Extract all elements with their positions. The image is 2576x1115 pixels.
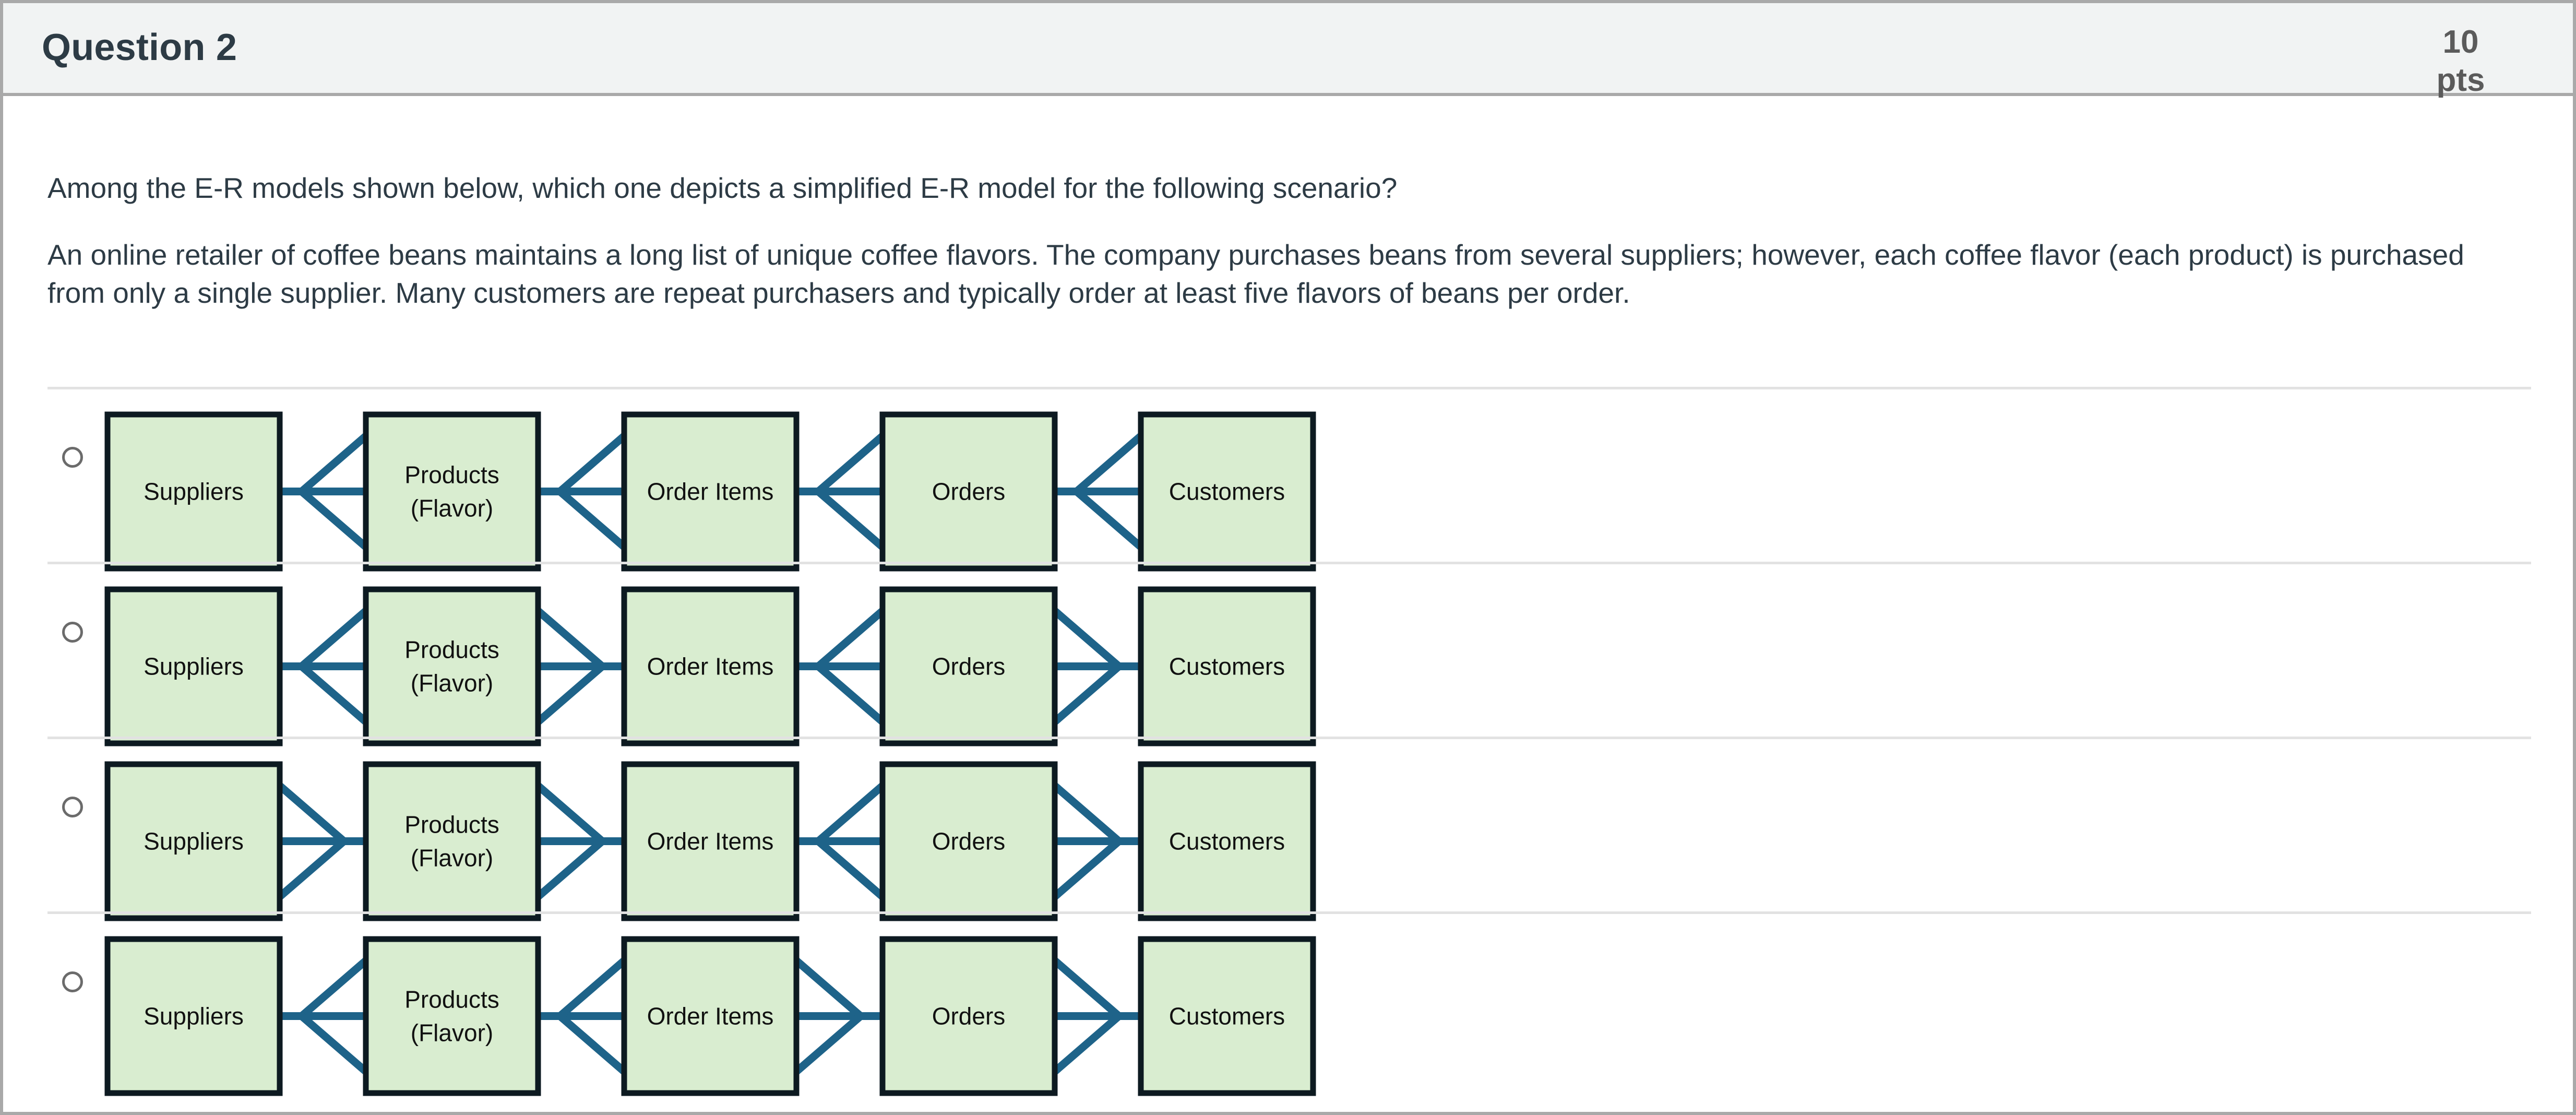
er-relationship-connector [1053, 431, 1146, 552]
er-entity-label: (Flavor) [411, 845, 493, 872]
er-entity-label: Orders [932, 478, 1006, 505]
points-value: 10 [2442, 24, 2479, 60]
er-entity-box: Customers [1138, 936, 1316, 1096]
er-entity-label: Products [404, 636, 499, 663]
er-entity-box: Order Items [621, 761, 800, 921]
er-entity-label: Products [404, 461, 499, 489]
er-entity-label: (Flavor) [411, 1019, 493, 1047]
er-diagram[interactable]: Suppliers Products (Flavor) Order Items Orde… [102, 585, 1511, 748]
er-diagram-wrapper[interactable]: Suppliers Products (Flavor) Order Items Orde… [102, 585, 1511, 747]
er-entity-box: Order Items [621, 586, 800, 746]
er-entity-box: Products (Flavor) [363, 936, 541, 1096]
er-relationship-connector [533, 606, 626, 727]
er-entity-box: Orders [879, 411, 1058, 572]
er-entity-label: (Flavor) [411, 670, 493, 697]
points-unit: pts [2436, 62, 2485, 99]
radio-button-c[interactable] [62, 797, 83, 817]
er-entity-label: Order Items [647, 1003, 774, 1030]
er-relationship-connector [275, 781, 368, 902]
er-relationship-connector [278, 431, 371, 552]
answer-option-d[interactable]: Suppliers Products (Flavor) Order Items Orde… [47, 911, 2531, 1096]
er-entity-box: Customers [1138, 761, 1316, 921]
er-entity-label: Order Items [647, 828, 774, 855]
er-entity-label: Suppliers [144, 1003, 244, 1030]
er-entity-box: Products (Flavor) [363, 761, 541, 921]
er-entity-label: Products [404, 811, 499, 838]
page-title: Question 2 [42, 27, 237, 68]
er-entity-box: Order Items [621, 936, 800, 1096]
er-relationship-connector [533, 781, 626, 902]
er-entity-label: Order Items [647, 478, 774, 505]
er-entity-box: Orders [879, 586, 1058, 746]
er-entity-label: Suppliers [144, 653, 244, 680]
er-entity-label: Orders [932, 1003, 1006, 1030]
er-entity-box: Suppliers [104, 761, 283, 921]
radio-button-d[interactable] [62, 971, 83, 992]
question-scenario: An online retailer of coffee beans maint… [47, 239, 2464, 310]
answer-option-b[interactable]: Suppliers Products (Flavor) Order Items Orde… [47, 562, 2531, 746]
er-relationship-connector [278, 956, 371, 1076]
er-entity-box: Customers [1138, 586, 1316, 746]
er-diagram-wrapper[interactable]: Suppliers Products (Flavor) Order Items Orde… [102, 410, 1511, 572]
er-entity-box: Products (Flavor) [363, 586, 541, 746]
er-entity-box: Products (Flavor) [363, 411, 541, 572]
question-prompt: Among the E-R models shown below, which … [47, 172, 1398, 204]
er-entity-box: Suppliers [104, 936, 283, 1096]
question-body: Among the E-R models shown below, which … [3, 96, 2573, 1112]
answer-option-c[interactable]: Suppliers Products (Flavor) Order Items Orde… [47, 737, 2531, 921]
er-entity-label: Orders [932, 653, 1006, 680]
er-entity-label: Orders [932, 828, 1006, 855]
er-diagram[interactable]: Suppliers Products (Flavor) Order Items Orde… [102, 935, 1511, 1098]
er-relationship-connector [278, 606, 371, 727]
er-entity-label: Order Items [647, 653, 774, 680]
er-entity-box: Order Items [621, 411, 800, 572]
er-relationship-connector [1050, 606, 1143, 727]
er-relationship-connector [536, 956, 629, 1076]
er-entity-label: Customers [1169, 828, 1285, 855]
radio-button-b[interactable] [62, 622, 83, 643]
er-entity-box: Customers [1138, 411, 1316, 572]
er-relationship-connector [794, 606, 888, 727]
er-diagram-wrapper[interactable]: Suppliers Products (Flavor) Order Items Orde… [102, 760, 1511, 922]
er-relationship-connector [794, 781, 888, 902]
er-diagram[interactable]: Suppliers Products (Flavor) Order Items Orde… [102, 760, 1511, 923]
er-entity-label: Customers [1169, 653, 1285, 680]
er-entity-label: Customers [1169, 478, 1285, 505]
er-entity-label: Customers [1169, 1003, 1285, 1030]
question-header: Question 2 [3, 3, 2573, 96]
radio-button-a[interactable] [62, 447, 83, 468]
er-diagram[interactable]: Suppliers Products (Flavor) Order Items Orde… [102, 410, 1511, 573]
er-relationship-connector [1050, 781, 1143, 902]
er-entity-box: Suppliers [104, 411, 283, 572]
er-entity-label: Products [404, 986, 499, 1013]
er-entity-box: Suppliers [104, 586, 283, 746]
er-relationship-connector [1050, 956, 1143, 1076]
er-diagram-wrapper[interactable]: Suppliers Products (Flavor) Order Items Orde… [102, 935, 1511, 1097]
er-relationship-connector [794, 431, 888, 552]
er-entity-box: Orders [879, 936, 1058, 1096]
answer-option-a[interactable]: Suppliers Products (Flavor) Order Items Orde… [47, 387, 2531, 572]
er-relationship-connector [536, 431, 629, 552]
er-relationship-connector [791, 956, 885, 1076]
er-entity-label: Suppliers [144, 478, 244, 505]
points-badge: 10 pts [2411, 23, 2510, 99]
er-entity-label: (Flavor) [411, 495, 493, 522]
er-entity-label: Suppliers [144, 828, 244, 855]
er-entity-box: Orders [879, 761, 1058, 921]
